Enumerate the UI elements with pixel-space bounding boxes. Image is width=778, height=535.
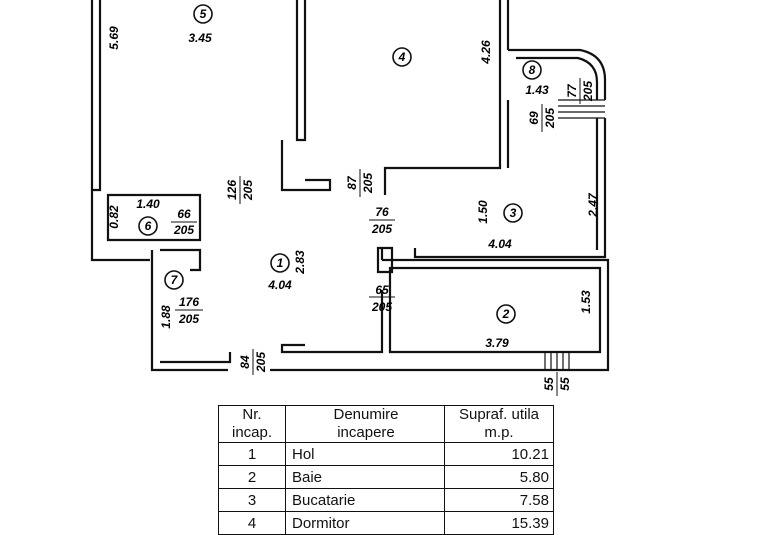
door-76-top: 76	[375, 205, 389, 219]
room-4-marker	[392, 47, 412, 67]
header-nr-line1: Nr.	[242, 406, 262, 423]
door-65: 65 205	[369, 283, 395, 314]
room-6-length: 0.82	[107, 205, 121, 229]
row-name: Dormitor	[285, 511, 445, 535]
door-77-top: 77	[565, 83, 579, 98]
door-84: 84 205	[238, 349, 268, 375]
room-2-length: 1.53	[579, 290, 593, 314]
room-5-marker	[193, 4, 213, 24]
row-area: 10.21	[444, 442, 554, 466]
room-3-length: 1.50	[476, 200, 490, 224]
room-6-marker	[138, 216, 158, 236]
door-66: 66 205	[171, 207, 197, 237]
header-name-line2: incapere	[337, 424, 395, 441]
door-66-top: 66	[177, 207, 191, 221]
door-77: 77 205	[565, 78, 595, 104]
door-69-bottom: 205	[543, 108, 557, 129]
room-7-number: 7	[171, 273, 179, 287]
door-65-top: 65	[375, 283, 389, 297]
legend-row: 1 Hol 10.21	[218, 442, 554, 466]
room-1-marker	[270, 253, 290, 273]
window-55-left: 55	[542, 377, 556, 391]
door-84-top: 84	[238, 355, 252, 369]
room-7-marker	[164, 270, 184, 290]
room-4-number: 4	[398, 50, 406, 64]
row-nr: 1	[218, 442, 286, 466]
floor-plan: 5 3.45 5.69 4 4.26 8 1.43 6 1.40 0.82 3 …	[90, 0, 610, 396]
room-4: 4 4.26	[392, 40, 493, 67]
door-76: 76 205	[369, 205, 395, 236]
room-8-width: 1.43	[525, 83, 549, 97]
row-nr: 3	[218, 488, 286, 512]
door-126-top: 126	[225, 180, 239, 200]
header-name-line1: Denumire	[333, 406, 399, 423]
room-6-width: 1.40	[136, 197, 160, 211]
room-3-side: 2.47	[586, 192, 600, 218]
door-87-top: 87	[345, 175, 359, 190]
room-5-number: 5	[200, 7, 207, 21]
room-6: 6 1.40 0.82	[107, 197, 160, 236]
door-66-bottom: 205	[173, 223, 194, 237]
door-69-top: 69	[527, 111, 541, 125]
room-4-length: 4.26	[479, 40, 493, 65]
row-area: 5.80	[444, 465, 554, 489]
row-nr: 2	[218, 465, 286, 489]
row-area: 7.58	[444, 488, 554, 512]
door-126-bottom: 205	[241, 180, 255, 201]
door-87: 87 205	[345, 169, 375, 197]
room-2: 2 3.79 1.53	[485, 290, 593, 350]
header-area: Supraf. utila m.p.	[444, 405, 554, 443]
window-55-right: 55	[558, 377, 572, 391]
room-2-width: 3.79	[485, 336, 509, 350]
door-87-bottom: 205	[361, 173, 375, 194]
room-2-marker	[496, 304, 516, 324]
door-77-bottom: 205	[581, 81, 595, 102]
door-176-bottom: 205	[178, 312, 199, 326]
header-name: Denumire incapere	[285, 405, 445, 443]
door-176-top: 176	[179, 295, 199, 309]
room-3-marker	[503, 203, 523, 223]
legend-header-row: Nr. incap. Denumire incapere Supraf. uti…	[218, 405, 554, 443]
door-76-bottom: 205	[371, 222, 392, 236]
window-55: 55 55	[542, 372, 572, 396]
room-legend-table: Nr. incap. Denumire incapere Supraf. uti…	[218, 405, 554, 535]
door-65-bottom: 205	[371, 300, 392, 314]
room-1-number: 1	[277, 256, 284, 270]
room-2-number: 2	[502, 307, 510, 321]
room-3-width: 4.04	[487, 237, 512, 251]
door-84-bottom: 205	[254, 352, 268, 373]
room-5: 5 3.45 5.69	[107, 4, 213, 50]
header-nr: Nr. incap.	[218, 405, 286, 443]
room-3-number: 3	[510, 206, 517, 220]
row-name: Hol	[285, 442, 445, 466]
header-area-line2: m.p.	[484, 424, 514, 441]
room-8-marker	[522, 60, 542, 80]
room-1: 1 4.04 2.83	[267, 250, 307, 292]
legend-row: 2 Baie 5.80	[218, 465, 554, 489]
row-name: Baie	[285, 465, 445, 489]
room-7-length: 1.88	[159, 305, 173, 329]
row-name: Bucatarie	[285, 488, 445, 512]
door-69: 69 205	[527, 104, 557, 132]
legend-row: 3 Bucatarie 7.58	[218, 488, 554, 512]
legend-row: 4 Dormitor 15.39	[218, 511, 554, 535]
walls	[90, 0, 610, 372]
room-8-number: 8	[529, 63, 536, 77]
room-1-width: 4.04	[267, 278, 292, 292]
room-1-length: 2.83	[293, 250, 307, 275]
room-6-number: 6	[145, 219, 152, 233]
row-area: 15.39	[444, 511, 554, 535]
door-176: 176 205	[175, 295, 203, 326]
row-nr: 4	[218, 511, 286, 535]
header-nr-line2: incap.	[231, 424, 273, 441]
room-5-width: 3.45	[188, 31, 212, 45]
header-area-line1: Supraf. utila	[458, 406, 540, 423]
room-5-length: 5.69	[107, 26, 121, 50]
room-3: 3 4.04 1.50 2.47	[476, 192, 600, 251]
room-7: 7 1.88	[159, 270, 184, 329]
door-126: 126 205	[225, 176, 255, 204]
room-8: 8 1.43	[522, 60, 549, 97]
